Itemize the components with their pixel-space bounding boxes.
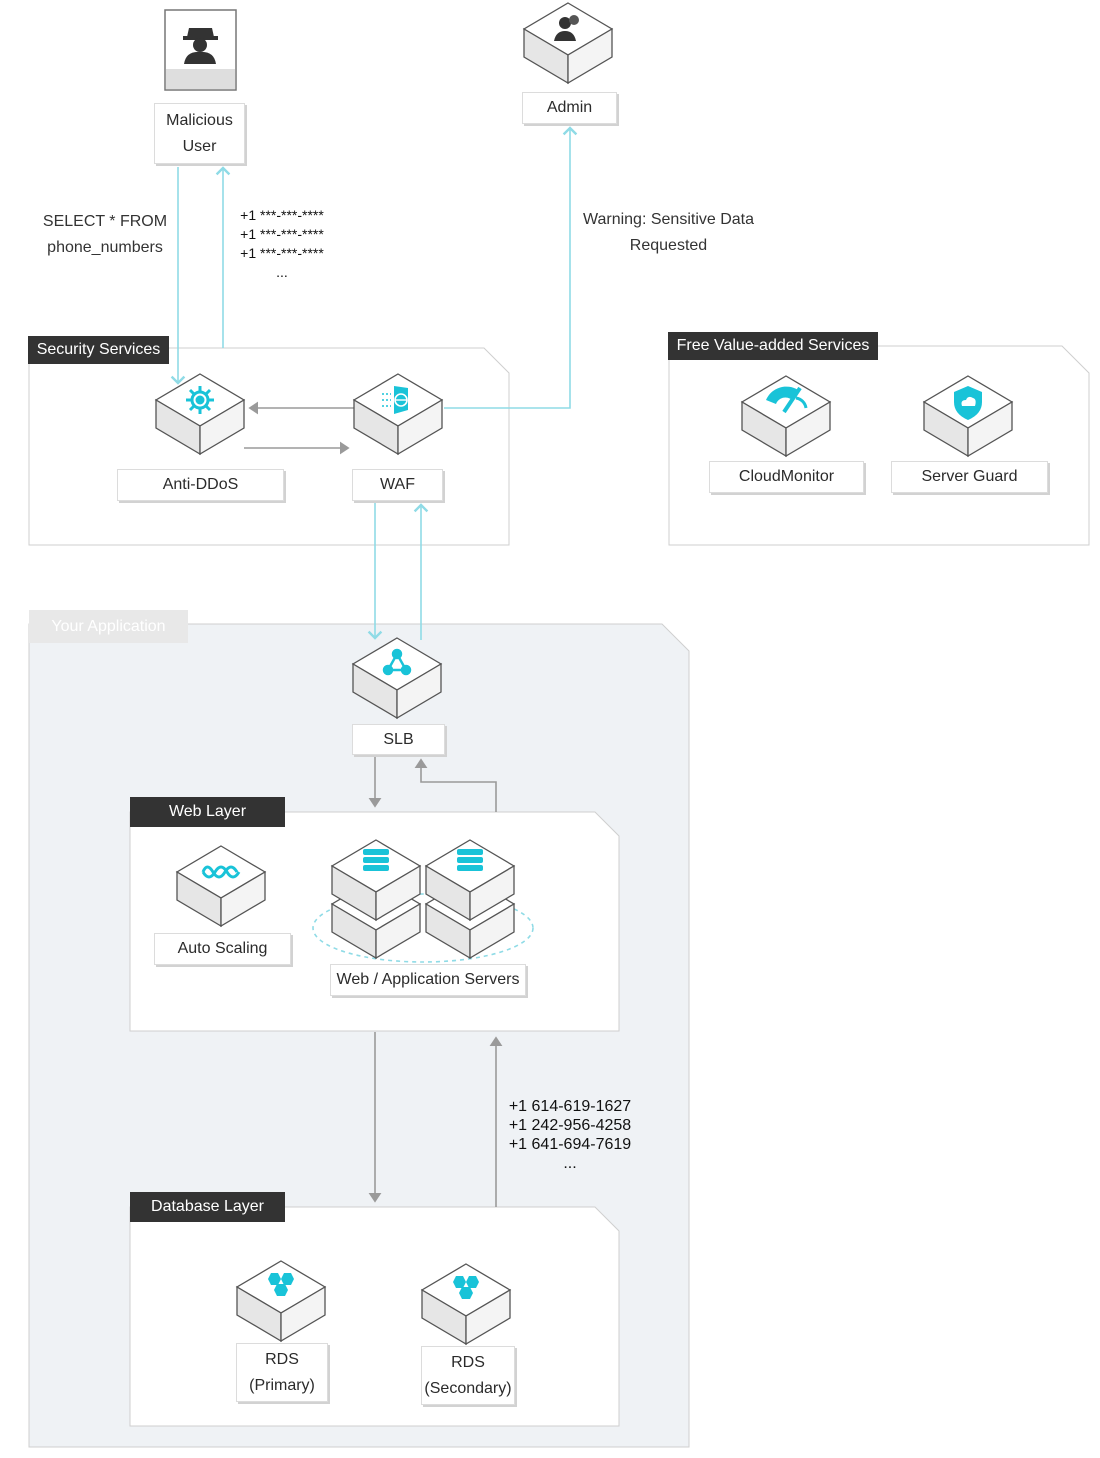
server-stack-icon (457, 849, 483, 871)
your-application-title: Your Application (29, 610, 188, 643)
auto-scaling-cube (176, 845, 266, 927)
slb-cube (352, 637, 442, 719)
slb-label: SLB (352, 724, 445, 755)
malicious-user-label: Malicious User (154, 103, 245, 164)
rds-secondary-cube (421, 1263, 511, 1345)
malicious-user-label-line2: User (182, 137, 217, 155)
rds-secondary-label: RDS (Secondary) (421, 1346, 515, 1405)
masked-number: +1 ***-***-**** (240, 226, 324, 242)
free-services-title: Free Value-added Services (668, 332, 878, 360)
masked-number: +1 ***-***-**** (240, 207, 324, 223)
rds-primary-cube (236, 1260, 326, 1342)
database-hexagon-icon (453, 1276, 479, 1299)
security-services-title: Security Services (28, 336, 169, 364)
cloudmonitor-cube (741, 375, 831, 457)
leaked-number: +1 242-956-4258 (508, 1117, 632, 1134)
admin-label: Admin (522, 92, 617, 124)
server-stack-icon (363, 849, 389, 871)
load-balancer-icon (382, 648, 412, 676)
masked-numbers-annotation: +1 ***-***-**** +1 ***-***-**** +1 ***-*… (228, 206, 336, 282)
rds-primary-label-line2: (Primary) (249, 1376, 315, 1394)
sql-query-line1: SELECT * FROM (42, 213, 168, 230)
server-guard-label: Server Guard (891, 461, 1048, 493)
database-layer-group (129, 1206, 620, 1427)
sql-query-annotation: SELECT * FROM phone_numbers (30, 209, 180, 261)
web-layer-title: Web Layer (130, 797, 285, 827)
anti-ddos-cube (155, 373, 245, 455)
rds-primary-label: RDS (Primary) (236, 1343, 328, 1402)
gauge-icon (766, 386, 808, 414)
admin-users-icon (554, 15, 579, 41)
warning-line2: Requested (629, 237, 708, 254)
rds-secondary-label-line2: (Secondary) (424, 1379, 512, 1397)
leaked-number: +1 641-694-7619 (508, 1136, 632, 1153)
external-flows (170, 126, 578, 640)
shield-cloud-icon (954, 386, 982, 420)
database-layer-title: Database Layer (130, 1192, 285, 1222)
masked-ellipsis: ... (276, 264, 288, 280)
leaked-numbers-annotation: +1 614-619-1627 +1 242-956-4258 +1 641-6… (500, 1097, 640, 1173)
rds-primary-label-line1: RDS (265, 1350, 299, 1368)
internal-flows (244, 401, 503, 1207)
admin-cube (523, 2, 613, 84)
server-guard-cube (923, 375, 1013, 457)
free-services-group (668, 345, 1090, 546)
malicious-user-label-line1: Malicious (166, 111, 233, 129)
gear-shield-icon (186, 386, 214, 414)
warning-line1: Warning: Sensitive Data (582, 211, 755, 228)
cloudmonitor-label: CloudMonitor (709, 461, 864, 493)
infinity-icon (201, 865, 241, 879)
warning-annotation: Warning: Sensitive Data Requested (576, 207, 761, 259)
security-services-group (28, 347, 510, 546)
sql-query-line2: phone_numbers (47, 239, 163, 256)
malicious-user-icon (164, 9, 237, 91)
leaked-ellipsis: ... (563, 1155, 577, 1172)
anti-ddos-label: Anti-DDoS (117, 469, 284, 501)
rds-secondary-label-line1: RDS (451, 1353, 485, 1371)
auto-scaling-label: Auto Scaling (154, 933, 291, 965)
database-hexagon-icon (268, 1273, 294, 1296)
leaked-number: +1 614-619-1627 (508, 1098, 632, 1115)
masked-number: +1 ***-***-**** (240, 245, 324, 261)
web-servers-label: Web / Application Servers (330, 964, 526, 996)
waf-cube (353, 373, 443, 455)
firewall-globe-icon (382, 386, 408, 414)
waf-label: WAF (352, 469, 443, 501)
web-servers-cluster (312, 839, 534, 963)
